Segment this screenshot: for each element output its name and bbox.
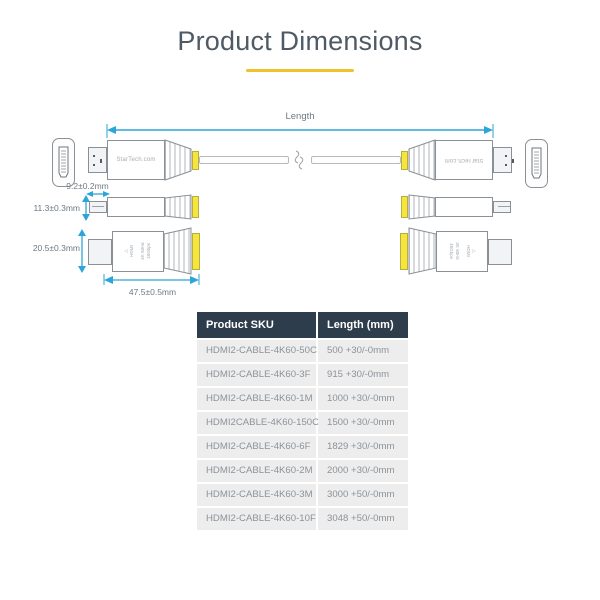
hdmi-plug-body-top-right: StarTech.com [435, 140, 493, 180]
brand-label: StarTech.com [116, 157, 156, 163]
strain-relief-top-left [164, 139, 192, 181]
sku-cell: HDMI2-CABLE-4K60-2M [197, 460, 316, 482]
strain-relief-side-left [164, 194, 192, 220]
tip-slot [498, 206, 510, 207]
connector-length-arrow [103, 274, 200, 285]
hdmi-plug-tip-bottom-left [88, 239, 112, 265]
yellow-band-bottom-left [192, 233, 200, 270]
plug-contacts [93, 155, 95, 157]
hdmi-plug-tip-top-right [493, 147, 512, 173]
page-title: Product Dimensions [177, 26, 423, 56]
hdmi-plug-body-bottom-left [112, 231, 164, 272]
brand-label: StarTech.com [444, 157, 484, 163]
length-cell: 1000 +30/-0mm [318, 388, 408, 410]
connector-print-hdmi: △ HDMI [466, 245, 477, 257]
strain-relief-bottom-right [408, 227, 437, 275]
strain-relief-side-right [408, 194, 436, 220]
length-cell: 3000 +50/-0mm [318, 484, 408, 506]
title-underline [246, 69, 354, 72]
hdmi-plug-body-side-left [107, 197, 165, 217]
yellow-band-top-right [401, 151, 408, 170]
tip-width-arrow [86, 191, 110, 197]
yellow-band-side-right [401, 196, 408, 218]
hdmi-plug-body-top-left: StarTech.com [107, 140, 165, 180]
sku-cell: HDMI2CABLE-4K60-150C [197, 412, 319, 434]
hdmi-port-front-left [52, 138, 75, 187]
yellow-band-bottom-right [400, 233, 408, 270]
sku-cell: HDMI2-CABLE-4K60-3F [197, 364, 316, 386]
hdmi-plug-tip-top-left [88, 147, 107, 173]
sku-cell: HDMI2-CABLE-4K60-6F [197, 436, 316, 458]
connector-print-hdmi: △ HDMI [123, 245, 134, 257]
length-cell: 2000 +30/-0mm [318, 460, 408, 482]
strain-relief-top-right [408, 139, 436, 181]
sku-cell: HDMI2-CABLE-4K60-10F [197, 508, 316, 530]
top-height-arrow [78, 229, 86, 273]
hdmi-plug-tip-side-right [493, 201, 511, 213]
length-cell: 915 +30/-0mm [318, 364, 408, 386]
length-dimension-label: Length [285, 111, 315, 122]
dim-label-tip-width: 9.2±0.2mm [66, 181, 109, 191]
cable-right-segment [311, 156, 401, 164]
length-dimension-arrow [106, 124, 494, 138]
sku-cell: HDMI2-CABLE-4K60-3M [197, 484, 316, 506]
side-height-arrow [82, 195, 90, 221]
tip-slot [92, 206, 104, 207]
hdmi-plug-body-side-right [435, 197, 493, 217]
dim-label-connector-length: 47.5±0.5mm [128, 287, 177, 297]
length-cell: 500 +30/-0mm [318, 340, 408, 362]
length-cell: 1829 +30/-0mm [318, 436, 408, 458]
cable-break-symbol [294, 150, 304, 170]
hdmi-port-opening-icon [58, 146, 69, 178]
dim-label-side-height: 11.3±0.3mm [33, 203, 80, 213]
yellow-band-side-left [192, 196, 199, 218]
plug-contacts [505, 155, 507, 157]
length-cell: 1500 +30/-0mm [318, 412, 408, 434]
dim-label-top-height: 20.5±0.3mm [32, 243, 80, 253]
table-header-length: Length (mm) [318, 312, 408, 338]
strain-relief-bottom-left [163, 227, 192, 275]
hdmi-plug-body-bottom-right [436, 231, 488, 272]
yellow-band-top-left [192, 151, 199, 170]
hdmi-port-front-right [525, 139, 548, 188]
hdmi-plug-tip-side-left [89, 201, 107, 213]
sku-cell: HDMI2-CABLE-4K60-1M [197, 388, 316, 410]
hdmi-plug-tip-bottom-right [488, 239, 512, 265]
cable-left-segment [199, 156, 289, 164]
sku-cell: HDMI2-CABLE-4K60-50C [197, 340, 317, 362]
table-header-sku: Product SKU [197, 312, 316, 338]
hdmi-port-opening-icon [531, 147, 542, 179]
length-cell: 3048 +50/-0mm [318, 508, 408, 530]
